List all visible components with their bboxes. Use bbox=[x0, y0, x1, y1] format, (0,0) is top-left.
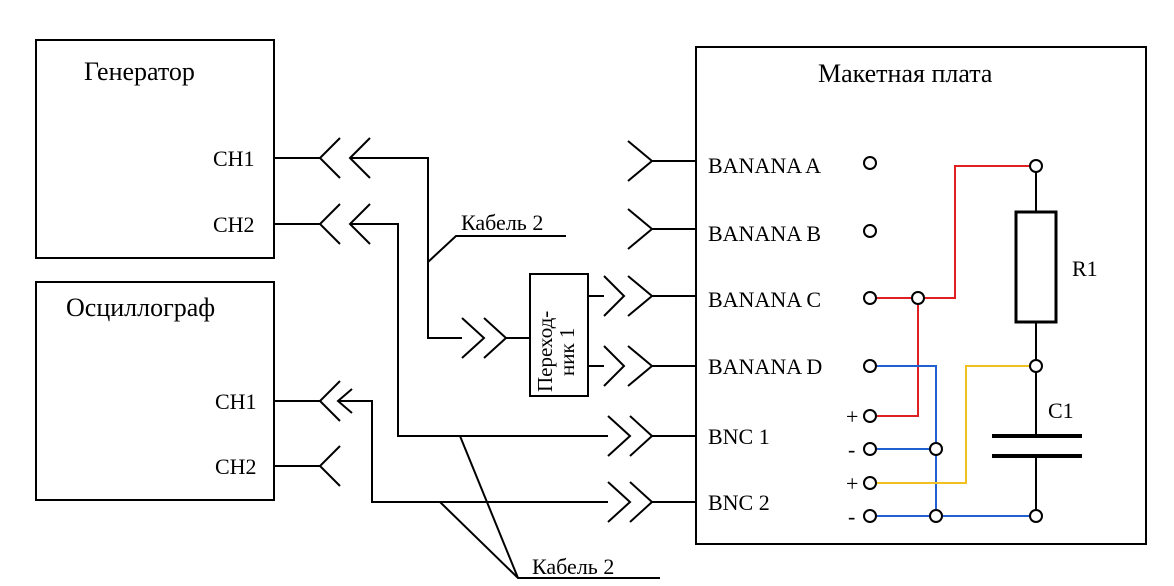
junction-red bbox=[911, 291, 925, 305]
generator-ch2-label: CH2 bbox=[213, 212, 255, 237]
cable-gen-ch1 bbox=[350, 157, 462, 339]
generator-ch1-label: CH1 bbox=[213, 146, 255, 171]
adapter-block: Переход- ник 1 bbox=[506, 273, 589, 397]
terminal-banana-a bbox=[863, 156, 877, 170]
cable-osc-ch1 bbox=[338, 400, 608, 503]
cable-bottom-leader-1 bbox=[459, 435, 519, 579]
terminal-plus-2 bbox=[863, 476, 877, 490]
blue-wire-d bbox=[870, 365, 937, 516]
connectors bbox=[318, 137, 654, 523]
banana-d-socket bbox=[627, 345, 654, 387]
gen-ch2-plug-outer bbox=[318, 203, 341, 245]
oscilloscope-title: Осциллограф bbox=[66, 293, 215, 322]
adapter-label-line2: ник 1 bbox=[555, 328, 579, 376]
bnc1-plug-outer bbox=[607, 415, 632, 457]
osc-ch2-plug bbox=[318, 445, 341, 487]
red-wire-top bbox=[918, 165, 1036, 299]
generator-block: Генератор CH1 CH2 bbox=[35, 39, 275, 259]
bnc2-label: BNC 2 bbox=[708, 490, 770, 515]
colored-wires bbox=[870, 165, 1036, 517]
terminals bbox=[863, 156, 1043, 523]
c1-label: C1 bbox=[1048, 398, 1074, 423]
cable-bottom-label: Кабель 2 bbox=[532, 554, 614, 579]
banana-a-label: BANANA A bbox=[708, 153, 821, 178]
terminal-minus-1 bbox=[863, 442, 877, 456]
banana-c-socket bbox=[627, 275, 654, 317]
terminal-banana-d bbox=[863, 359, 877, 373]
generator-box bbox=[35, 39, 275, 259]
adapter-box bbox=[529, 273, 589, 397]
board-title: Макетная плата bbox=[818, 59, 993, 88]
plus-label-1: + bbox=[846, 404, 858, 429]
adapter-in-outer bbox=[461, 317, 486, 359]
banana-a-socket bbox=[627, 140, 654, 182]
banana-d-plug bbox=[603, 345, 626, 387]
minus-label-1: - bbox=[848, 437, 855, 462]
bnc2-plug-outer bbox=[607, 481, 632, 523]
components bbox=[992, 166, 1082, 516]
bnc1-plug-inner bbox=[629, 415, 654, 457]
terminal-banana-c bbox=[863, 291, 877, 305]
junction-r1-c1 bbox=[1029, 359, 1043, 373]
red-wire-plus bbox=[870, 298, 919, 417]
terminal-minus-2 bbox=[863, 509, 877, 523]
banana-b-label: BANANA B bbox=[708, 221, 821, 246]
r1-label: R1 bbox=[1072, 256, 1098, 281]
banana-d-label: BANANA D bbox=[708, 354, 822, 379]
junction-blue-2 bbox=[929, 509, 943, 523]
gen-ch1-plug-outer bbox=[318, 137, 341, 179]
junction-c1-bottom bbox=[1029, 509, 1043, 523]
adapter-in-inner bbox=[483, 317, 508, 359]
cable-top-leader bbox=[427, 235, 566, 263]
banana-b-socket bbox=[627, 208, 654, 250]
oscilloscope-block: Осциллограф CH1 CH2 bbox=[35, 281, 275, 501]
cable-top-label: Кабель 2 bbox=[461, 210, 543, 235]
generator-title: Генератор bbox=[84, 57, 195, 86]
resistor-r1 bbox=[1014, 210, 1058, 324]
plus-label-2: + bbox=[846, 471, 858, 496]
terminal-banana-b bbox=[863, 224, 877, 238]
yellow-wire bbox=[870, 365, 1036, 484]
banana-c-plug bbox=[603, 275, 626, 317]
bnc1-label: BNC 1 bbox=[708, 424, 770, 449]
bnc2-plug-inner bbox=[629, 481, 654, 523]
oscilloscope-ch2-label: CH2 bbox=[215, 454, 257, 479]
minus-label-2: - bbox=[848, 504, 855, 529]
oscilloscope-box bbox=[35, 281, 275, 501]
black-wires bbox=[274, 157, 696, 579]
adapter-label-line1: Переход- bbox=[533, 311, 557, 392]
junction-blue-1 bbox=[929, 442, 943, 456]
cable-gen-ch2 bbox=[350, 223, 608, 437]
banana-c-label: BANANA C bbox=[708, 287, 821, 312]
cable-bottom-leader-2 bbox=[439, 501, 660, 579]
terminal-plus-1 bbox=[863, 409, 877, 423]
junction-r1-top bbox=[1029, 159, 1043, 173]
oscilloscope-ch1-label: CH1 bbox=[215, 389, 257, 414]
